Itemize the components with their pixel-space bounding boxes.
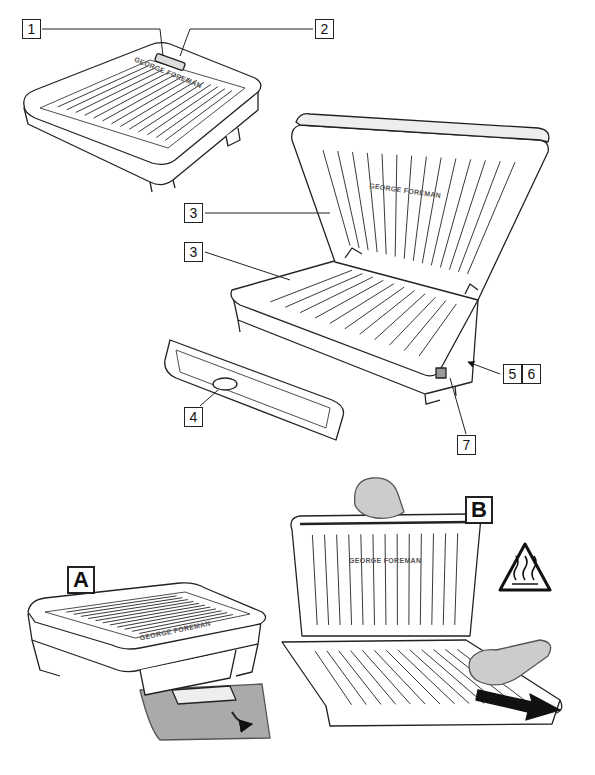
grill-rib (351, 651, 396, 705)
callout-box: 2 (315, 19, 334, 39)
callout-number: 5 (509, 367, 517, 381)
leader-lines (42, 29, 500, 434)
grill-rib (120, 80, 197, 126)
grill-rib (385, 534, 387, 625)
grill-rib (408, 534, 409, 625)
callout-number: 6 (528, 367, 536, 381)
closed-grill (24, 43, 261, 192)
grill-rib (312, 535, 317, 625)
grill-rib (397, 534, 398, 625)
grill-rib (432, 534, 434, 625)
grill-rib (349, 534, 352, 625)
grill-with-tray-removed (28, 583, 270, 740)
grill-rib (76, 70, 162, 112)
callout-number: 2 (321, 22, 329, 36)
callout-box: 5 (503, 364, 522, 384)
grill-rib (111, 78, 190, 123)
grill-rib (443, 533, 445, 625)
callout-number: 1 (28, 22, 36, 36)
grill-rib (325, 535, 329, 625)
grill-rib (85, 72, 169, 115)
grill-rib (361, 534, 363, 625)
grill-rib (398, 650, 455, 704)
callout-box: 4 (184, 407, 203, 427)
grill-rib (431, 158, 456, 265)
grill-rib (362, 650, 410, 704)
grill-rib (458, 161, 500, 272)
callout-box: 6 (522, 364, 541, 384)
drip-tray (165, 340, 344, 440)
grill-rib (338, 151, 359, 248)
grill-rib (315, 280, 383, 318)
grill-rib (467, 162, 515, 274)
grill-rib (404, 156, 411, 259)
grill-rib (422, 158, 441, 264)
grill-rib (413, 157, 426, 261)
callout-number: 7 (463, 438, 471, 452)
grill-rib (94, 74, 177, 118)
callout-number: 3 (190, 245, 198, 259)
grill-rib (395, 155, 397, 257)
callout-number: 4 (190, 410, 198, 424)
grill-rib (156, 89, 225, 138)
grill-cleaning (282, 478, 562, 726)
grill-rib (410, 650, 470, 704)
grill-rib (404, 301, 446, 351)
grill-rib (323, 150, 350, 246)
grill-rib (455, 533, 458, 625)
callout-box: 3 (184, 203, 203, 223)
grill-rib (420, 534, 421, 625)
grill-rib (285, 274, 362, 308)
callout-box: B (465, 496, 493, 524)
callout-box: 1 (22, 19, 41, 39)
grill-rib (103, 76, 184, 121)
brand-logo: GEORGE FOREMAN (349, 557, 421, 564)
grill-rib (374, 650, 425, 704)
callout-box: 3 (184, 242, 203, 262)
callout-number: 3 (190, 206, 198, 220)
grill-rib (373, 534, 375, 625)
grill-rib (58, 66, 148, 107)
callout-number: A (73, 569, 89, 591)
grill-rib (300, 277, 373, 313)
grill-rib (67, 68, 155, 110)
grill-rib (330, 284, 394, 324)
open-grill (231, 114, 549, 404)
grill-rib (375, 294, 426, 340)
callout-box: 7 (457, 435, 476, 455)
grill-rib (129, 82, 204, 129)
grill-rib (382, 154, 386, 255)
grill-rib (339, 651, 381, 705)
grill-rib (165, 91, 232, 141)
grill-rib (353, 152, 369, 250)
callout-number: B (471, 499, 487, 521)
callout-box: A (67, 566, 95, 594)
grill-rib (337, 535, 340, 625)
grill-rib (367, 153, 377, 252)
grill-rib (270, 270, 352, 302)
grill-rib (419, 304, 456, 356)
